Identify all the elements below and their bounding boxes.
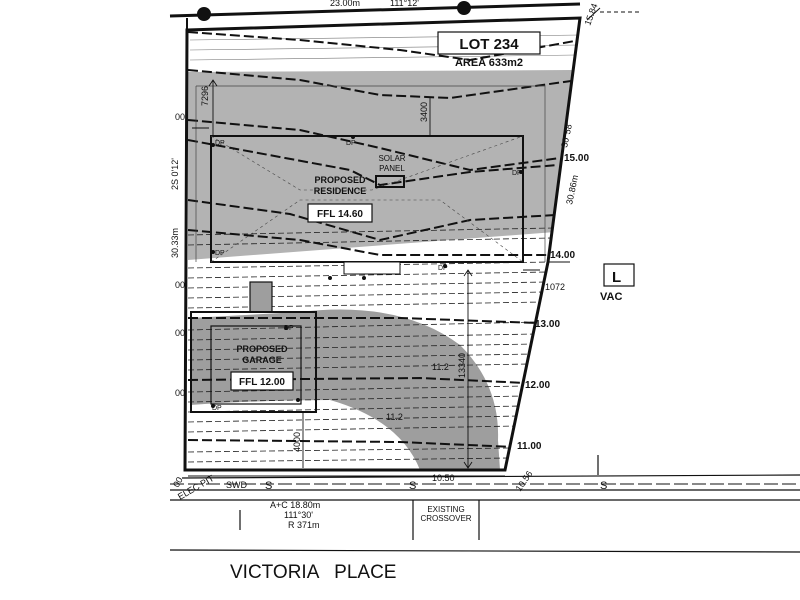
road-reserve	[169, 455, 800, 553]
contour-11: 11.00	[517, 441, 542, 452]
garage-ffl-box	[230, 371, 294, 391]
corner-length: 15.84	[582, 2, 599, 27]
contour-13: 13.00	[535, 319, 560, 330]
residence-ffl: FFL 14.60	[317, 209, 363, 220]
lot-label: LOT 234	[459, 36, 519, 53]
dp-label: DP	[212, 405, 222, 412]
driveway-shade	[190, 309, 500, 470]
street-name: VICTORIA PLACE	[230, 562, 396, 583]
west-bearing-fragment: 2S 0'12'	[170, 158, 180, 190]
adjacent-vacant-label: VAC	[600, 291, 622, 303]
solar-label-1: SOLAR	[378, 154, 405, 163]
setback-front-garage: 4000	[292, 432, 302, 452]
residence-shade-zone	[188, 70, 572, 260]
garage-outline	[190, 311, 317, 413]
residence-label-1: PROPOSED	[314, 175, 366, 185]
survey-mark-left	[197, 7, 211, 21]
left-fragment-4: 00	[175, 388, 185, 398]
solar-label-2: PANEL	[379, 164, 405, 173]
setback-front-residence: 13340	[457, 353, 467, 378]
residence-label-2: RESIDENCE	[314, 186, 367, 196]
lot-boundary	[183, 16, 582, 472]
top-boundary-length: 23.00m	[330, 0, 360, 8]
adjacent-lot-label: L	[612, 269, 621, 286]
setback-side-right: 1072	[545, 282, 565, 292]
spot-level-1: 11.2	[432, 362, 449, 372]
dp-label: DP	[512, 170, 522, 177]
dp-label: DP	[346, 140, 356, 147]
left-fragment-3: 00	[175, 328, 185, 338]
setback-rear-left: 7296	[200, 86, 210, 106]
contour-15: 15.00	[564, 153, 589, 164]
top-boundary-extension	[169, 2, 581, 18]
adjacent-lot-box	[603, 263, 635, 287]
west-length-fragment: 30.33m	[170, 228, 180, 258]
residence-roof-lines	[210, 135, 524, 191]
arc-bearing: 111°30'	[284, 510, 313, 520]
swd-label: SWD	[226, 480, 247, 490]
left-fragment-2: 00	[175, 280, 185, 290]
setback-rear-top: 3400	[419, 102, 429, 122]
lot-area: AREA 633m2	[455, 57, 523, 69]
bottom-dim-left: 10.50	[432, 473, 455, 483]
left-fragment-1: 00	[175, 112, 185, 122]
sewer-mark: S	[409, 480, 416, 492]
top-boundary-bearing: 111°12'	[390, 0, 419, 8]
dp-label: DP	[438, 265, 448, 272]
residence-ffl-box	[307, 203, 373, 223]
contour-14: 14.00	[550, 250, 575, 261]
downpipe-markers	[211, 135, 523, 408]
solar-panel	[375, 175, 405, 188]
crossover-label-1: EXISTING	[427, 505, 464, 514]
crossover-label-2: CROSSOVER	[420, 514, 471, 523]
dp-label: DP	[215, 250, 225, 257]
elec-fragment: 00	[171, 475, 185, 489]
contour-12: 12.00	[525, 380, 550, 391]
sewer-mark: S	[600, 480, 607, 492]
adjoining-boundary	[586, 7, 601, 21]
dp-label: DP	[215, 140, 225, 147]
garage-label-2: GARAGE	[242, 355, 282, 365]
spot-level-2: 11.2	[386, 412, 403, 422]
dp-label: DP	[284, 325, 294, 332]
sewer-mark: S	[265, 480, 272, 492]
arc-length: A+C 18.80m	[270, 500, 320, 510]
setback-line	[196, 85, 546, 262]
garage-ffl: FFL 12.00	[239, 377, 285, 388]
residence-notch	[343, 261, 401, 275]
lot-label-box	[437, 31, 541, 55]
residence-roof-lines-lower	[210, 199, 524, 263]
dimension-lines	[188, 79, 540, 477]
east-length: 30.86m	[564, 174, 580, 205]
garage-inner	[210, 325, 302, 405]
survey-mark-right	[457, 1, 471, 15]
arc-radius: R 371m	[288, 520, 320, 530]
garage-link	[249, 281, 273, 313]
garage-label-1: PROPOSED	[236, 344, 288, 354]
elec-pit: ELEC PIT	[176, 473, 216, 502]
